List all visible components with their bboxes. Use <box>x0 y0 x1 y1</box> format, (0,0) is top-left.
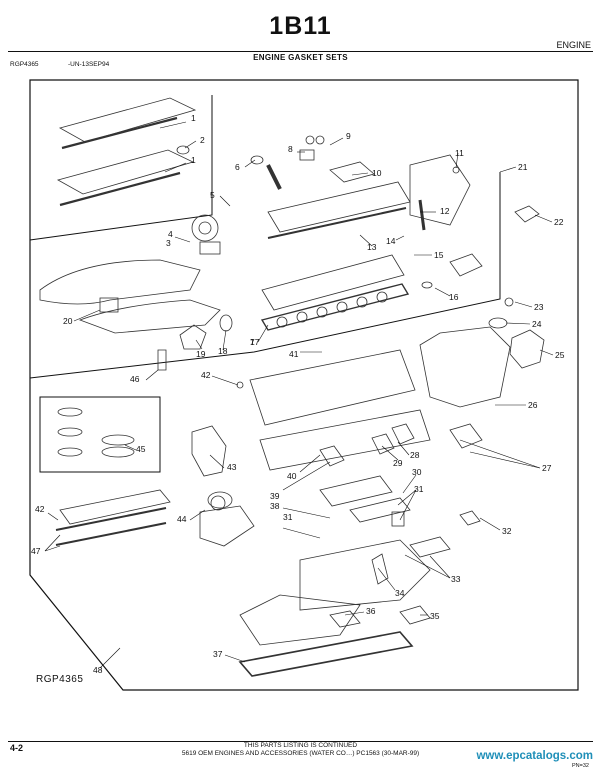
callout-46: 46 <box>130 374 140 384</box>
figure-id-label: RGP4365 <box>36 674 83 685</box>
callout-27: 27 <box>542 463 552 473</box>
callout-36: 36 <box>366 606 376 616</box>
callout-15: 15 <box>434 250 444 260</box>
group-outline <box>29 172 501 379</box>
callout-3: 3 <box>166 238 171 248</box>
inset-outline <box>29 95 213 241</box>
callout-25: 25 <box>555 350 565 360</box>
callout-29: 29 <box>393 458 403 468</box>
callout-30: 30 <box>412 467 422 477</box>
page-number: 4-2 <box>10 743 24 753</box>
callout-11: 11 <box>455 148 464 158</box>
callout-31: 31 <box>283 512 293 522</box>
callout-33: 33 <box>451 574 461 584</box>
callout-16: 16 <box>449 292 459 302</box>
callout-8: 8 <box>288 144 293 154</box>
section-label: ENGINE <box>556 40 591 50</box>
page-title: 1B11 <box>269 12 332 40</box>
callout-41: 41 <box>289 349 299 359</box>
callout-13: 13 <box>367 242 377 252</box>
callout-42: 42 <box>35 504 45 514</box>
watermark-link[interactable]: www.epcatalogs.com <box>476 750 593 762</box>
diagram-frame <box>29 79 579 691</box>
callout-24: 24 <box>532 319 542 329</box>
callout-23: 23 <box>534 302 544 312</box>
callout-22: 22 <box>554 217 564 227</box>
callout-48: 48 <box>93 665 103 675</box>
callout-44: 44 <box>177 514 187 524</box>
callout-18: 18 <box>218 346 228 356</box>
callout-17: 17 <box>250 337 260 347</box>
callout-19: 19 <box>196 349 206 359</box>
callout-42: 42 <box>201 370 211 380</box>
callout-21: 21 <box>518 162 528 172</box>
callout-39: 39 <box>270 491 280 501</box>
callout-40: 40 <box>287 471 297 481</box>
reference-date: -UN-13SEP94 <box>68 61 110 68</box>
reference-code: RGP4365 <box>10 61 39 68</box>
pn-code: PN=32 <box>572 763 589 769</box>
callout-20: 20 <box>63 316 73 326</box>
part-sketches <box>39 97 545 677</box>
callout-4: 4 <box>168 229 173 239</box>
callout-35: 35 <box>430 611 440 621</box>
callout-5: 5 <box>210 190 215 200</box>
callout-26: 26 <box>528 400 538 410</box>
leader-lines <box>44 121 554 669</box>
catalog-footer: 5619 OEM ENGINES AND ACCESSORIES (WATER … <box>181 750 420 757</box>
callout-32: 32 <box>502 526 512 536</box>
continued-notice: THIS PARTS LISTING IS CONTINUED <box>243 742 358 749</box>
footer-rule <box>8 741 593 742</box>
callout-28: 28 <box>410 450 420 460</box>
callout-1: 1 <box>191 113 196 123</box>
callout-9: 9 <box>346 131 351 141</box>
callout-45: 45 <box>136 444 146 454</box>
callout-12: 12 <box>440 206 450 216</box>
callout-14: 14 <box>386 236 396 246</box>
callout-7: 7 <box>250 337 255 347</box>
callout-labels: 1 2 1 3 4 5 6 7 8 9 10 11 12 13 14 15 16… <box>31 113 565 675</box>
callout-34: 34 <box>395 588 405 598</box>
callout-10: 10 <box>372 168 382 178</box>
figure-subtitle: ENGINE GASKET SETS <box>253 53 348 62</box>
callout-38: 38 <box>270 501 280 511</box>
header-rule <box>8 51 593 52</box>
callout-43: 43 <box>227 462 237 472</box>
callout-6: 6 <box>235 162 240 172</box>
callout-47: 47 <box>31 546 41 556</box>
callout-37: 37 <box>213 649 223 659</box>
callout-31: 31 <box>414 484 424 494</box>
piston-ring-inset <box>39 396 161 473</box>
callout-1: 1 <box>191 155 196 165</box>
callout-2: 2 <box>200 135 205 145</box>
